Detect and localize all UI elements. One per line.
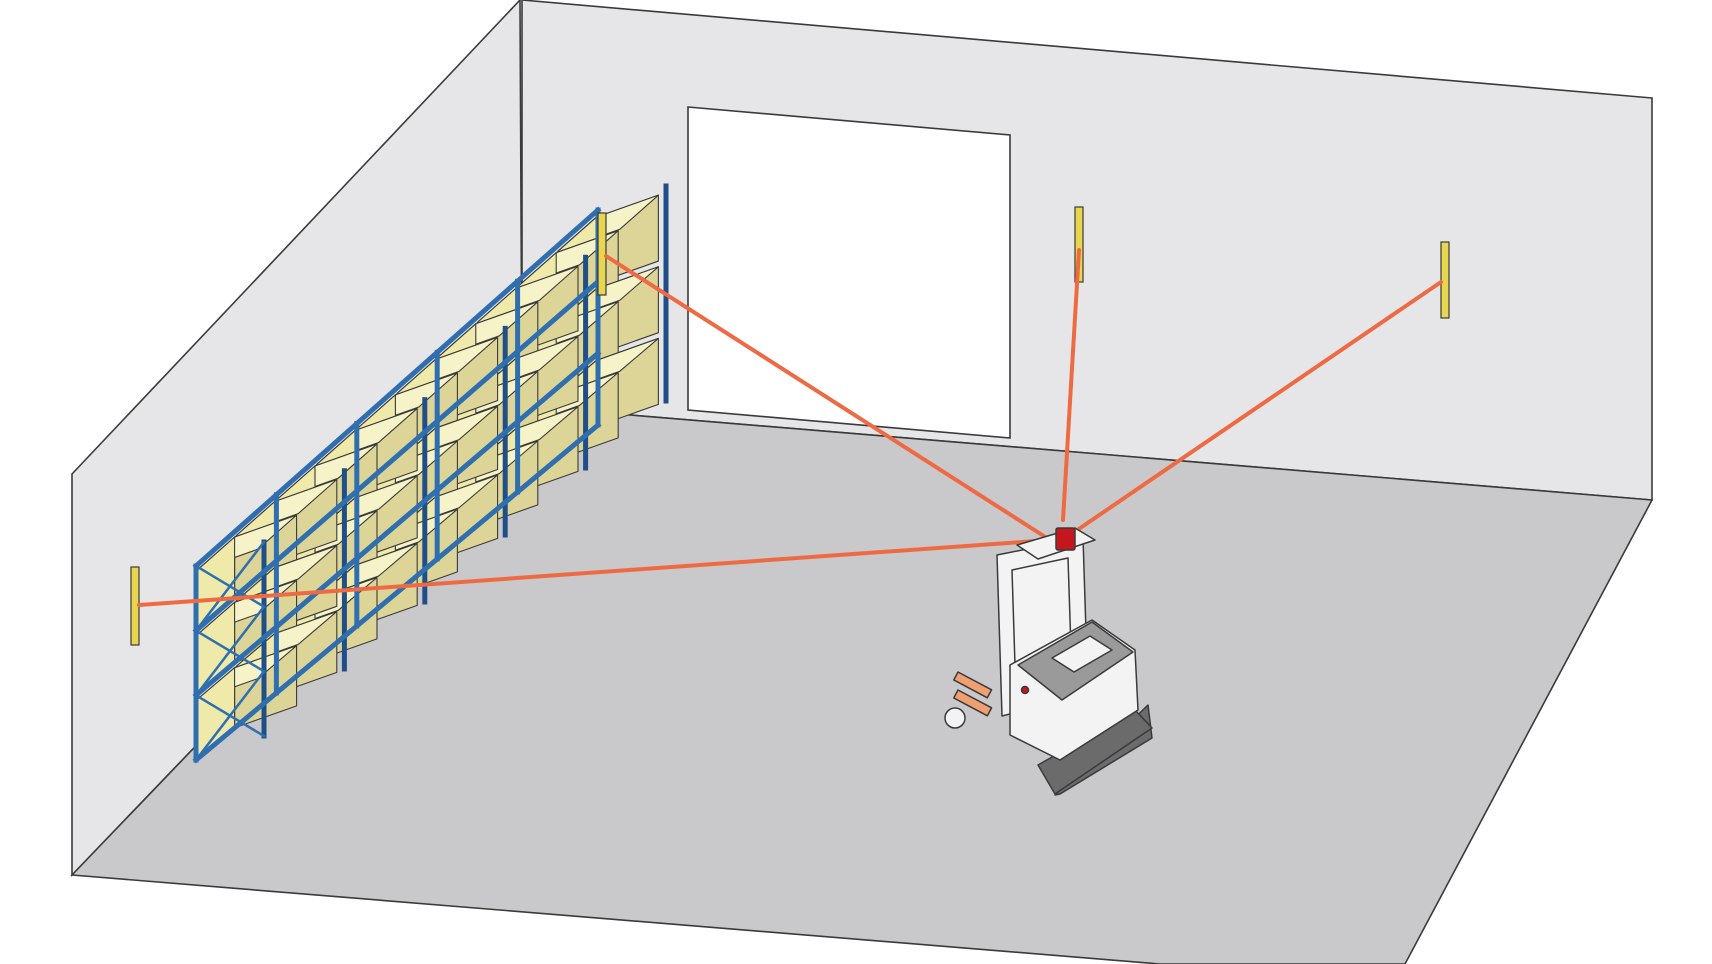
reflector-rack-end — [597, 212, 607, 296]
fork-left — [953, 671, 993, 699]
rack-brace — [194, 564, 266, 609]
automated-guided-forklift — [944, 527, 1153, 796]
status-light-icon — [1020, 685, 1030, 695]
laser-scanner-head — [1055, 527, 1076, 551]
doorway — [687, 106, 1011, 439]
vehicle-top-panel — [1051, 635, 1113, 673]
fork-right — [953, 689, 993, 717]
rack-beam — [192, 421, 602, 764]
rack-beam — [192, 278, 602, 635]
laser-beams — [137, 248, 1443, 607]
rack-beam — [192, 206, 602, 570]
laser-beam — [137, 538, 1052, 607]
laser-beam — [604, 254, 1052, 542]
laser-beam — [1068, 280, 1443, 537]
front-wheel — [944, 707, 966, 729]
rack-brace — [194, 693, 266, 738]
rack-frame — [192, 183, 669, 764]
rack-brace — [194, 628, 266, 674]
laser-beam — [1061, 248, 1081, 522]
reflector-back-wall-right — [1440, 241, 1450, 319]
rack-beam — [192, 349, 602, 699]
